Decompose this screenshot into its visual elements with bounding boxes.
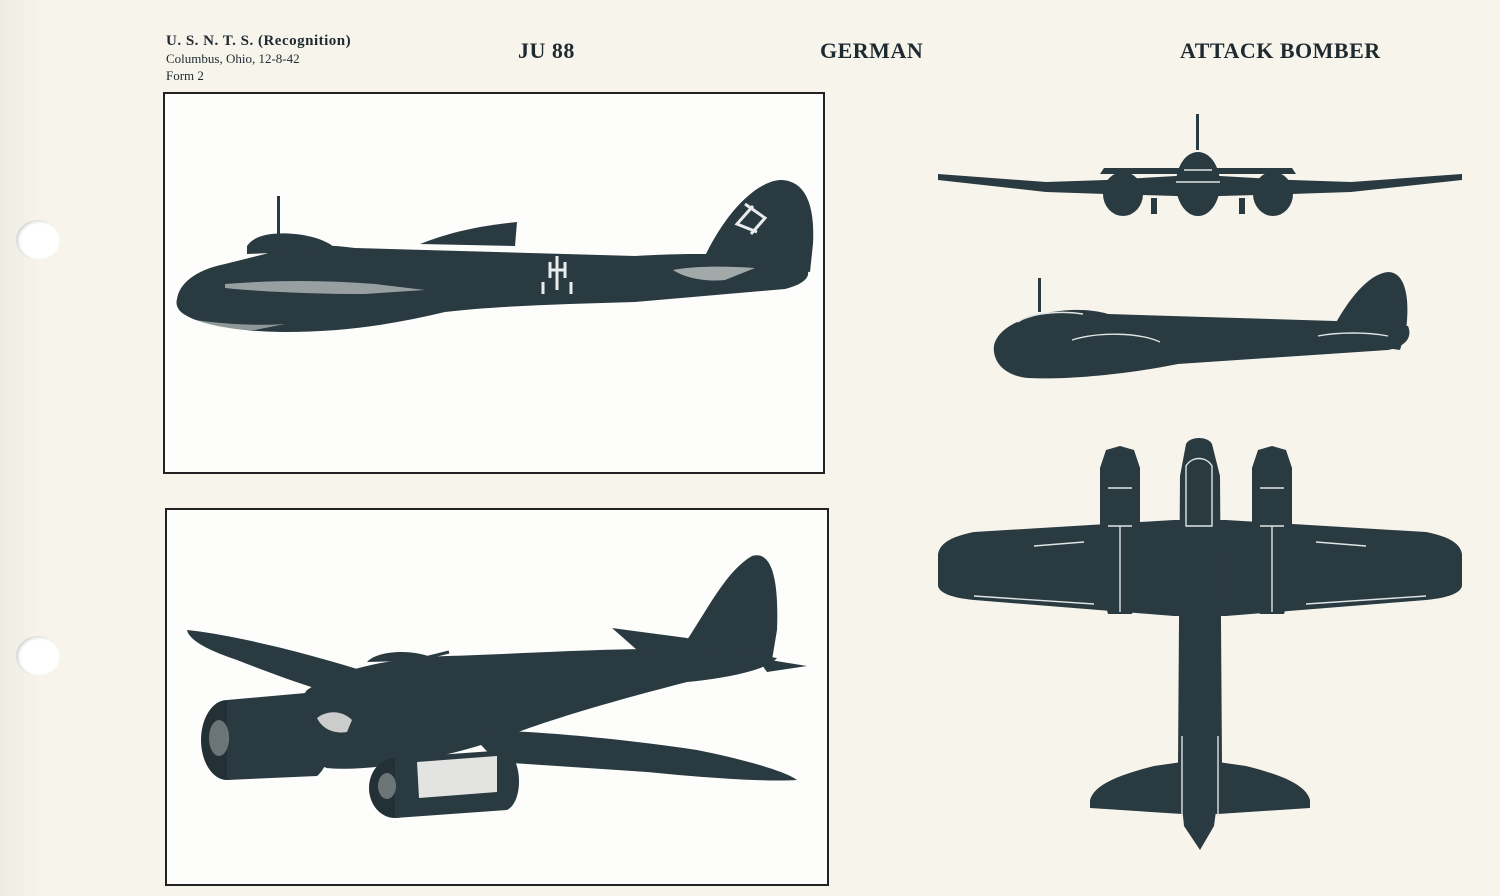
place-date-text: Columbus, Ohio, 12-8-42 [166,51,300,67]
form-number-text: Form 2 [166,67,204,83]
silhouette-front-view [938,114,1462,216]
sheet-margin [0,0,42,896]
aircraft-designation: JU 88 [518,38,575,63]
silhouette-plan-view [938,438,1462,850]
aircraft-nationality: GERMAN [820,38,924,63]
oblique-view-aircraft-image [187,555,807,818]
punch-hole-bottom [16,636,60,676]
photo-side-view [163,92,825,474]
silhouette-side-view [993,272,1410,379]
punch-hole-top [16,220,60,260]
photo-oblique-view [165,508,829,886]
side-view-aircraft-image [176,180,814,332]
issuer-text: U. S. N. T. S. (Recognition) [166,33,352,49]
aircraft-role: ATTACK BOMBER [1180,38,1381,63]
issuer-block: U. S. N. T. S. (Recognition) Columbus, O… [166,32,351,84]
